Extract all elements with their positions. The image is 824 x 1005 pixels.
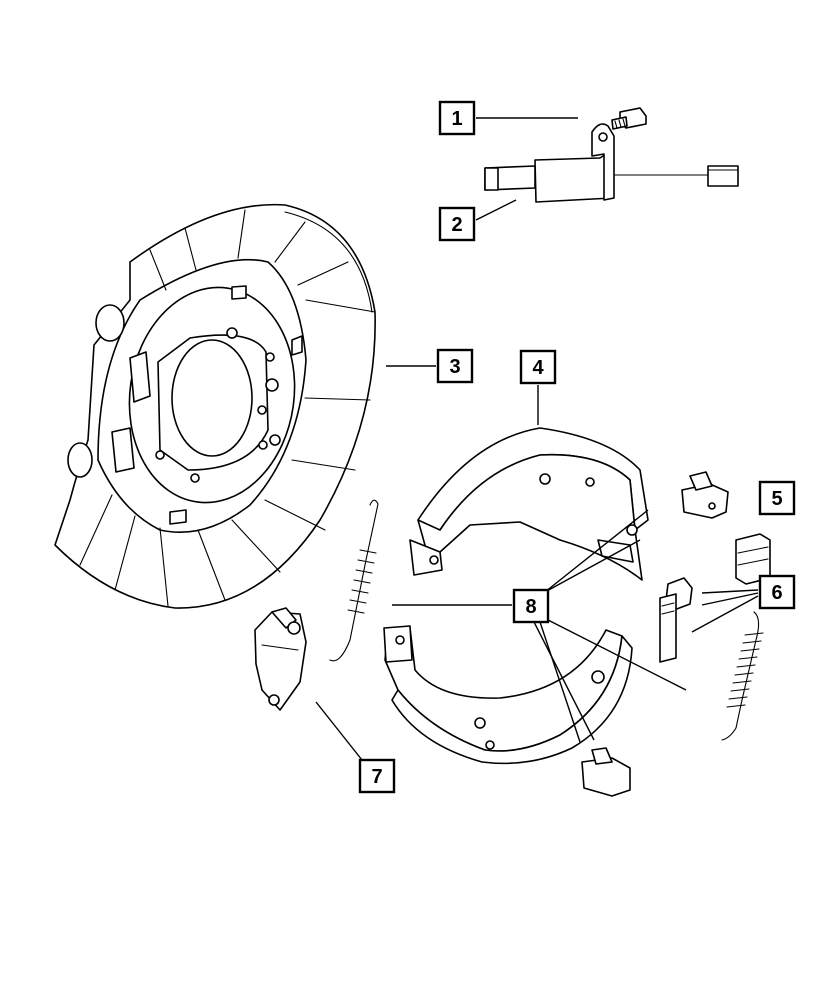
callout-1: 1 bbox=[438, 100, 476, 136]
callout-3: 3 bbox=[436, 348, 474, 384]
shoe-anchor-bracket-icon bbox=[254, 607, 307, 711]
callout-label: 1 bbox=[451, 108, 462, 130]
hold-down-clip-icon bbox=[581, 747, 631, 797]
shoe-retainer-clip-icon bbox=[681, 471, 729, 519]
adjuster-kit-icon bbox=[659, 533, 771, 741]
return-spring-icon bbox=[329, 499, 379, 662]
callout-label: 4 bbox=[532, 357, 544, 379]
callout-label: 5 bbox=[771, 488, 782, 510]
callout-4: 4 bbox=[519, 349, 557, 385]
callout-label: 6 bbox=[771, 582, 782, 604]
callout-label: 3 bbox=[449, 356, 460, 378]
callout-5: 5 bbox=[758, 480, 796, 516]
callout-8: 8 bbox=[512, 588, 550, 624]
callout-7: 7 bbox=[358, 758, 396, 794]
callout-label: 7 bbox=[371, 766, 382, 788]
callout-6: 6 bbox=[758, 574, 796, 610]
leader-lines bbox=[315, 117, 759, 761]
callout-label: 8 bbox=[525, 596, 536, 618]
bolt-icon bbox=[611, 107, 647, 130]
brake-shoe-icon bbox=[409, 427, 649, 581]
callout-label: 2 bbox=[451, 214, 462, 236]
parking-brake-lever-icon bbox=[484, 123, 739, 203]
brake-backing-plate-icon bbox=[54, 203, 376, 609]
callout-2: 2 bbox=[438, 206, 476, 242]
brake-shoe-lining-icon bbox=[383, 625, 633, 765]
